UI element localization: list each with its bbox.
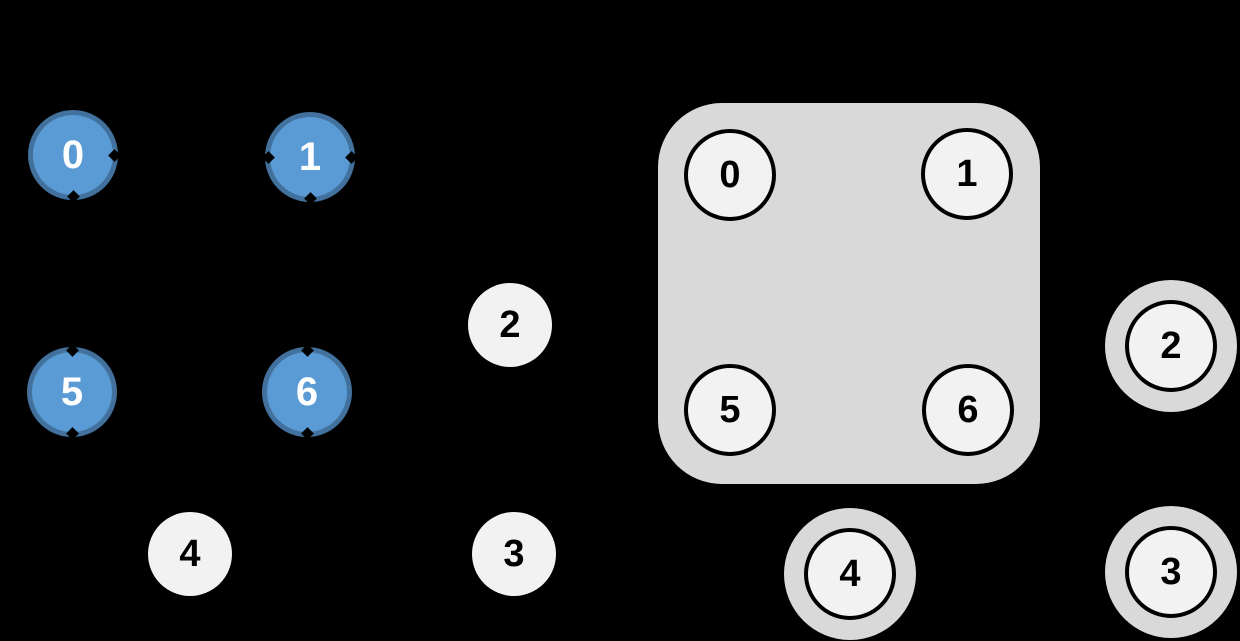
node-label: 3: [503, 532, 525, 575]
edge-connection-notch: [345, 151, 358, 164]
node-label: 2: [499, 303, 521, 346]
edge-connection-notch: [67, 190, 80, 203]
edge-connection-notch: [301, 427, 314, 440]
node-label: 5: [719, 388, 741, 431]
left-graph-node-6-selected: 6: [262, 344, 352, 440]
left-graph-node-3: 3: [472, 512, 556, 596]
right-graph-node-1: 1: [921, 128, 1013, 220]
node-label: 5: [60, 369, 84, 414]
right-graph-node-4: 4: [804, 528, 896, 620]
left-graph-node-2: 2: [468, 283, 552, 367]
node-label: 1: [298, 134, 322, 179]
edge-connection-notch: [66, 344, 79, 357]
edge-connection-notch: [108, 149, 121, 162]
node-label: 4: [839, 552, 861, 595]
node-label: 4: [179, 532, 201, 575]
left-graph-node-5-selected: 5: [27, 344, 117, 440]
edge-connection-notch: [301, 344, 314, 357]
node-label: 6: [957, 388, 979, 431]
right-graph-node-5: 5: [684, 364, 776, 456]
edge-connection-notch: [262, 151, 275, 164]
edge-connection-notch: [304, 192, 317, 205]
node-label: 1: [956, 152, 978, 195]
node-label: 2: [1160, 324, 1182, 367]
node-label: 3: [1160, 550, 1182, 593]
right-graph-node-4-halo: 4: [784, 508, 916, 640]
edge-connection-notch: [66, 427, 79, 440]
right-graph-node-2: 2: [1125, 300, 1217, 392]
node-label: 0: [719, 153, 741, 196]
right-graph-node-2-halo: 2: [1105, 280, 1237, 412]
node-label: 6: [295, 369, 319, 414]
node-label: 0: [61, 132, 85, 177]
left-graph-node-0-selected: 0: [28, 110, 121, 203]
left-graph-node-4: 4: [148, 512, 232, 596]
right-graph-node-3: 3: [1125, 526, 1217, 618]
right-graph-node-3-halo: 3: [1105, 506, 1237, 638]
left-graph-node-1-selected: 1: [262, 112, 358, 205]
right-graph-node-0: 0: [684, 129, 776, 221]
right-graph-node-6: 6: [922, 364, 1014, 456]
